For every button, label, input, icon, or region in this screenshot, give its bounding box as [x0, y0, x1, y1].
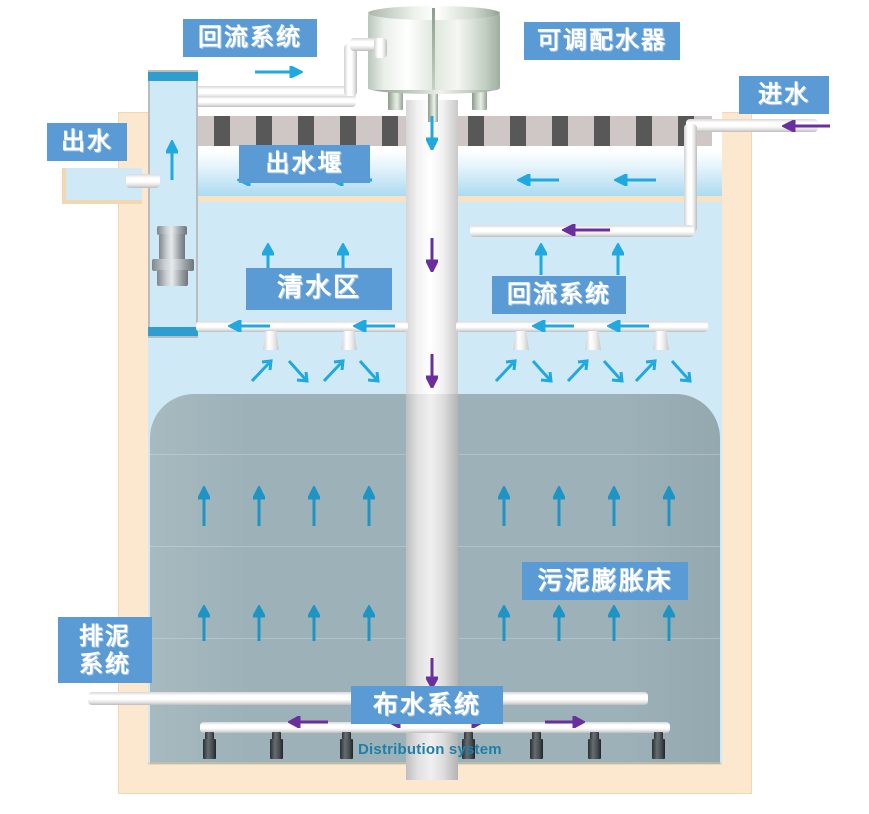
- riser-top-cap: [148, 72, 198, 81]
- flow-arrow-purple-down-column: [426, 658, 438, 688]
- flow-arrow-cyan-up-riser: [166, 140, 178, 180]
- flow-arrow-cyan-weir: [517, 174, 559, 186]
- effluent-riser-column: [148, 70, 198, 338]
- label-reflux-system-mid[interactable]: 回流系统: [492, 276, 626, 314]
- riser-bottom-cap: [148, 327, 198, 336]
- spray-arrow: [354, 357, 380, 383]
- effluent-outlet-stub: [126, 174, 160, 188]
- distribution-header-pipe: [200, 722, 670, 733]
- distributor-outlet-pipe: [428, 88, 438, 122]
- influent-pipe-vertical: [684, 124, 697, 232]
- label-distribution-system[interactable]: 布水系统: [351, 686, 503, 724]
- sludge-up-arrow: [663, 486, 675, 526]
- label-distribution-system-english: Distribution system: [358, 741, 502, 758]
- influent-pipe-horizontal: [686, 119, 818, 132]
- sludge-up-arrow: [498, 605, 510, 641]
- label-sludge-discharge-system[interactable]: 排泥 系统: [58, 617, 152, 683]
- distribution-nozzle: [340, 732, 353, 759]
- flow-arrow-purple-header: [562, 224, 610, 236]
- sludge-up-arrow: [663, 605, 675, 641]
- effluent-weir-bar-right: [458, 116, 712, 146]
- distribution-arrow-left: [288, 716, 328, 728]
- distribution-nozzle: [652, 732, 665, 759]
- reflux-header-pipe-left: [196, 321, 408, 332]
- sludge-up-arrow: [253, 605, 265, 641]
- reflux-pipe-top-lower: [172, 96, 356, 107]
- label-effluent-weir[interactable]: 出水堰: [239, 145, 370, 183]
- flow-arrow-cyan-header: [228, 320, 270, 332]
- reflux-pipe-into-distributor: [374, 38, 387, 58]
- riser-pump-assembly: [151, 226, 195, 288]
- spray-arrow: [527, 357, 553, 383]
- sludge-up-arrow: [363, 486, 375, 526]
- sludge-up-arrow: [308, 605, 320, 641]
- sludge-up-arrow: [553, 605, 565, 641]
- sludge-up-arrow: [198, 486, 210, 526]
- reflux-pipe-riser-vertical: [344, 44, 357, 96]
- distributor-leg: [388, 88, 403, 110]
- sludge-up-arrow: [553, 486, 565, 526]
- distribution-nozzle: [462, 732, 475, 759]
- sludge-up-arrow: [198, 605, 210, 641]
- spray-nozzle: [263, 331, 279, 350]
- sludge-up-arrow: [608, 486, 620, 526]
- sludge-up-arrow: [608, 605, 620, 641]
- spray-nozzle: [513, 331, 529, 350]
- spray-nozzle: [653, 331, 669, 350]
- flow-arrow-purple-down-column: [426, 354, 438, 388]
- distribution-nozzle: [530, 732, 543, 759]
- distribution-nozzle: [588, 732, 601, 759]
- reflux-pipe-top-horizontal: [186, 86, 356, 99]
- label-reflux-system-top[interactable]: 回流系统: [183, 19, 317, 57]
- distribution-arrow-right: [545, 716, 585, 728]
- spray-arrow: [283, 357, 309, 383]
- distributor-seam: [432, 8, 435, 90]
- label-adjustable-distributor[interactable]: 可调配水器: [524, 22, 680, 60]
- spray-arrow: [566, 357, 592, 383]
- flow-arrow-purple-down-column: [426, 238, 438, 272]
- spray-arrow: [634, 357, 660, 383]
- flow-arrow-cyan-up-clearzone: [612, 243, 624, 275]
- spray-arrow: [494, 357, 520, 383]
- distribution-nozzle: [270, 732, 283, 759]
- flow-arrow-cyan-weir: [614, 174, 656, 186]
- distributor-leg: [472, 88, 487, 110]
- label-influent[interactable]: 进水: [739, 76, 829, 114]
- label-clear-water-zone[interactable]: 清水区: [246, 268, 392, 310]
- effluent-weir-bar-left: [196, 116, 406, 146]
- label-sludge-expansion-bed[interactable]: 污泥膨胀床: [522, 562, 688, 600]
- label-effluent[interactable]: 出水: [47, 123, 127, 161]
- flow-arrow-purple-influent: [782, 120, 830, 132]
- spray-arrow: [598, 357, 624, 383]
- flow-arrow-cyan-header: [532, 320, 574, 332]
- spray-nozzle: [585, 331, 601, 350]
- spray-nozzle: [341, 331, 357, 350]
- flow-arrow-cyan-down-distributor: [426, 116, 438, 150]
- flow-arrow-cyan-header: [353, 320, 395, 332]
- flow-arrow-cyan-right: [255, 66, 303, 78]
- sludge-up-arrow: [498, 486, 510, 526]
- sludge-up-arrow: [253, 486, 265, 526]
- sludge-up-arrow: [308, 486, 320, 526]
- sludge-up-arrow: [363, 605, 375, 641]
- reflux-header-pipe-right: [456, 321, 708, 332]
- flow-arrow-cyan-header: [607, 320, 649, 332]
- distribution-nozzle: [203, 732, 216, 759]
- spray-arrow: [250, 357, 276, 383]
- spray-arrow: [322, 357, 348, 383]
- flow-arrow-cyan-up-clearzone: [535, 243, 547, 275]
- spray-arrow: [666, 357, 692, 383]
